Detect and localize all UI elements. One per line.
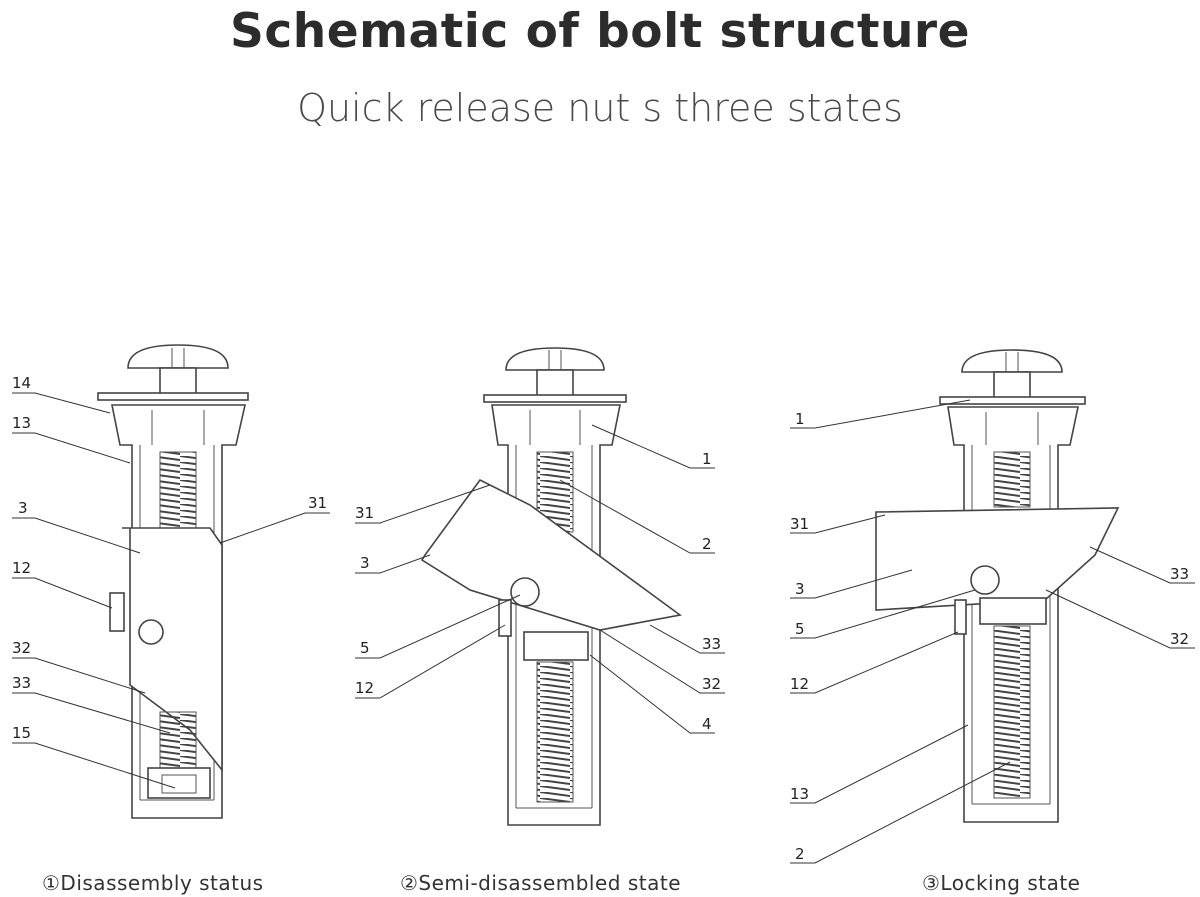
bolt-state-3-drawing bbox=[875, 349, 1120, 823]
label-state3-3: 3 bbox=[795, 580, 805, 598]
pin-ball-2 bbox=[510, 577, 540, 607]
bolt-state-1-drawing bbox=[97, 344, 249, 819]
lever-1 bbox=[122, 527, 223, 773]
label-state2-2: 2 bbox=[702, 535, 712, 553]
lower-spring-2 bbox=[536, 661, 574, 803]
label-state1-15: 15 bbox=[12, 724, 31, 742]
label-state1-13: 13 bbox=[12, 414, 31, 432]
caption-state-1: ①Disassembly status bbox=[42, 871, 264, 895]
lever-3 bbox=[875, 507, 1120, 611]
label-state3-1: 1 bbox=[795, 410, 805, 428]
label-state3-5: 5 bbox=[795, 620, 805, 638]
lower-spring-3 bbox=[993, 625, 1031, 799]
label-state3-31: 31 bbox=[790, 515, 809, 533]
label-state2-5: 5 bbox=[360, 639, 370, 657]
upper-spring-2 bbox=[536, 451, 574, 533]
tab-12-state3 bbox=[954, 599, 967, 635]
label-state1-3: 3 bbox=[18, 499, 28, 517]
label-state2-1: 1 bbox=[702, 450, 712, 468]
label-state2-4: 4 bbox=[702, 715, 712, 733]
label-state1-32: 32 bbox=[12, 639, 31, 657]
bolt-state-2-drawing bbox=[420, 347, 682, 826]
leader-lines bbox=[12, 392, 1195, 864]
label-state3-33: 33 bbox=[1170, 565, 1189, 583]
caption-state-2: ②Semi-disassembled state bbox=[400, 871, 682, 895]
nut-4 bbox=[523, 631, 589, 661]
label-state1-14: 14 bbox=[12, 374, 31, 392]
label-state1-12: 12 bbox=[12, 559, 31, 577]
screw-head-1 bbox=[127, 344, 229, 369]
lever-2 bbox=[420, 478, 682, 631]
tab-12-state2 bbox=[498, 599, 512, 637]
page-title: Schematic of bolt structure bbox=[230, 4, 970, 59]
part-labels: 14 13 3 12 32 33 15 31 1 2 31 3 5 12 33 … bbox=[12, 374, 1189, 863]
label-state3-12: 12 bbox=[790, 675, 809, 693]
label-state2-12: 12 bbox=[355, 679, 374, 697]
washer-1 bbox=[97, 392, 249, 401]
label-state2-3: 3 bbox=[360, 554, 370, 572]
upper-spring-1 bbox=[159, 451, 197, 531]
screw-head-2 bbox=[505, 347, 605, 371]
upper-spring-3 bbox=[993, 451, 1031, 508]
label-state3-2: 2 bbox=[795, 845, 805, 863]
label-state1-33: 33 bbox=[12, 674, 31, 692]
label-state2-31: 31 bbox=[355, 504, 374, 522]
screw-head-3 bbox=[961, 349, 1063, 373]
label-state3-13: 13 bbox=[790, 785, 809, 803]
pin-ball-1 bbox=[138, 619, 164, 645]
pin-ball-3 bbox=[970, 565, 1000, 595]
tab-12 bbox=[109, 592, 125, 632]
page-subtitle: Quick release nut s three states bbox=[297, 86, 903, 130]
label-state2-33: 33 bbox=[702, 635, 721, 653]
caption-state-3: ③Locking state bbox=[922, 871, 1081, 895]
washer-2 bbox=[483, 394, 627, 403]
label-state2-32: 32 bbox=[702, 675, 721, 693]
nut-state3 bbox=[979, 597, 1047, 625]
label-state3-32: 32 bbox=[1170, 630, 1189, 648]
washer-3 bbox=[939, 396, 1086, 405]
label-state1-31: 31 bbox=[308, 494, 327, 512]
